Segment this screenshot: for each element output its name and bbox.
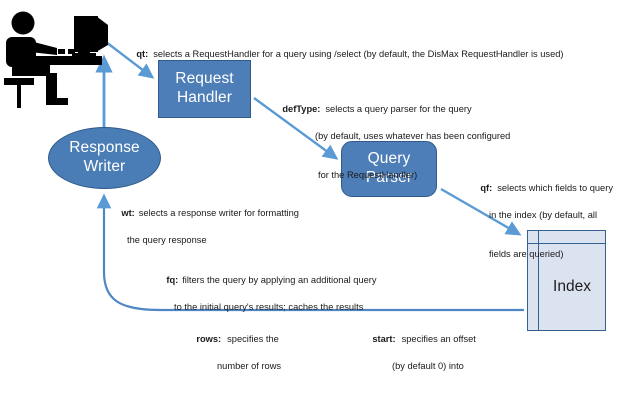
annotation-start-key: start: [372,334,396,345]
annotation-wt-key: wt: [121,208,135,219]
annotation-wt-line-2: the query response [127,234,207,245]
annotation-fq-line-1: filters the query by applying an additio… [182,275,377,286]
annotation-qf: qf: selects which fields to query in the … [470,169,613,288]
annotation-start: start: specifies an offset (by default 0)… [362,320,491,401]
arrow-request-handler-to-query-parser [253,97,339,160]
annotation-rows-line-1: specifies the [227,334,279,345]
annotation-qt-line-1: selects a RequestHandler for a query usi… [153,49,564,60]
node-index[interactable]: Index [527,230,606,331]
response-writer-line-1: Response [69,139,140,157]
node-response-writer[interactable]: Response Writer [48,127,161,189]
annotation-deftype-key: defType: [282,104,321,115]
annotation-deftype-line-2: (by default, uses whatever has been conf… [315,130,511,141]
arrow-index-to-response-writer [96,193,524,312]
arrow-query-parser-to-index [440,187,522,236]
annotation-fq-line-2: to the initial query's results; caches t… [174,301,364,312]
node-request-handler[interactable]: Request Handler [158,60,251,118]
request-handler-line-2: Handler [177,89,232,106]
index-label: Index [553,278,591,295]
annotation-wt: wt:selects a response writer for formatt… [111,194,299,273]
annotation-qf-line-1: selects which fields to query [497,183,613,194]
node-query-parser[interactable]: Query Parser [341,141,437,197]
user-at-computer-icon [2,8,112,112]
annotation-qt-key: qt: [136,49,149,60]
annotation-qf-key: qf: [480,183,493,194]
annotation-fq: fq:filters the query by applying an addi… [156,261,377,340]
annotation-qt: qt: selects a RequestHandler for a query … [126,35,564,75]
annotation-deftype: defType: selects a query parser for the q… [272,90,510,209]
query-parser-line-2: Parser [365,169,413,186]
annotation-start-line-2: (by default 0) into [392,360,464,371]
annotation-deftype-line-3: for the RequestHandler) [318,170,418,181]
annotation-rows-line-2: number of rows [217,360,282,371]
annotation-deftype-line-1: selects a query parser for the query [325,104,472,115]
index-side-band [528,231,539,330]
request-handler-line-1: Request [175,70,234,88]
annotation-wt-line-1: selects a response writer for formatting [138,208,299,219]
index-top-band [528,231,605,244]
annotation-rows: rows:specifies the number of rows to be … [186,320,281,401]
response-writer-line-2: Writer [83,158,126,175]
annotation-start-line-1: specifies an offset [401,334,476,345]
annotation-qf-line-3: fields are queried) [489,249,564,260]
annotation-rows-key: rows: [196,334,222,345]
annotation-qf-line-2: in the index (by default, all [489,209,598,220]
query-parser-line-1: Query [367,150,411,168]
annotation-fq-key: fq: [166,275,179,286]
arrow-user-to-request-handler [105,41,155,79]
